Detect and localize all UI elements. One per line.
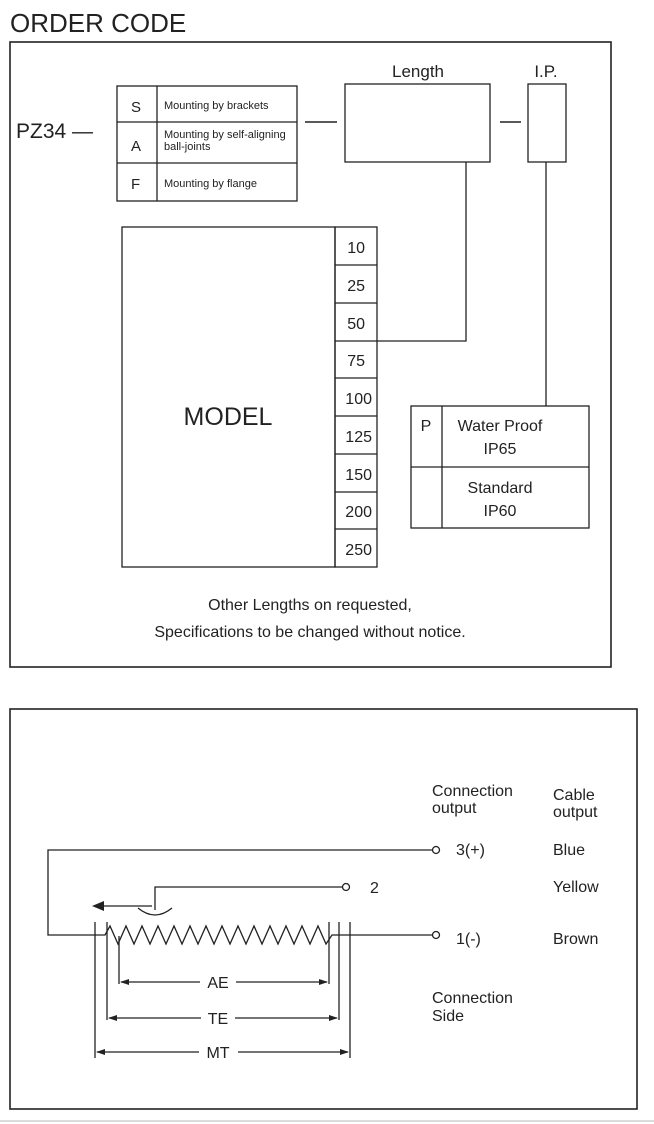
order-code-frame (9, 41, 612, 668)
mounting-label-brackets: Mounting by brackets (164, 100, 269, 112)
ip-standard-label: Standard (468, 480, 533, 497)
length-box (344, 83, 491, 163)
resistor-track (95, 924, 432, 946)
mounting-label-ball-joints-2: ball-joints (164, 141, 211, 153)
length-option-250: 250 (345, 542, 372, 559)
length-leader-line (377, 162, 467, 342)
length-option-50: 50 (347, 316, 365, 333)
cable-color-yellow: Yellow (553, 879, 599, 896)
model-prefix: PZ34 — (16, 120, 93, 143)
dimension-extension-lines (94, 922, 351, 1058)
cable-color-blue: Blue (553, 842, 585, 859)
length-label: Length (392, 62, 444, 81)
ip-standard-rating: IP60 (484, 503, 517, 520)
length-option-25: 25 (347, 278, 365, 295)
wire-positive (47, 849, 432, 936)
length-option-125: 125 (345, 429, 372, 446)
cable-color-brown: Brown (553, 931, 598, 948)
ip-waterproof-label: Water Proof (458, 418, 543, 435)
mounting-label-flange: Mounting by flange (164, 178, 257, 190)
note-specifications: Specifications to be changed without not… (154, 624, 465, 641)
terminal-1-icon (431, 930, 441, 940)
cable-output-header-1: Cable (553, 787, 595, 804)
mounting-code-a: A (131, 138, 141, 155)
mounting-code-s: S (131, 99, 141, 116)
terminal-3-label: 3(+) (456, 842, 485, 859)
mounting-label-ball-joints-1: Mounting by self-aligning (164, 129, 286, 141)
length-option-150: 150 (345, 467, 372, 484)
length-option-200: 200 (345, 504, 372, 521)
cable-output-header-2: output (553, 804, 598, 821)
ip-code-p: P (421, 418, 432, 435)
ip-options-table: P Water Proof IP65 Standard IP60 (410, 405, 590, 529)
wiring-frame (9, 708, 638, 1110)
connection-side-label-2: Side (432, 1008, 464, 1025)
terminal-1-label: 1(-) (456, 931, 481, 948)
terminal-2-icon (341, 882, 351, 892)
dimension-te: TE (108, 1011, 338, 1028)
ip-label: I.P. (534, 62, 557, 81)
dimension-ae: AE (120, 975, 328, 992)
ip-box (527, 83, 567, 163)
ip-waterproof-rating: IP65 (484, 441, 517, 458)
length-option-75: 75 (347, 353, 365, 370)
connection-output-header-2: output (432, 800, 477, 817)
wire-wiper (154, 886, 342, 910)
length-option-10: 10 (347, 240, 365, 257)
note-other-lengths: Other Lengths on requested, (208, 597, 412, 614)
dimension-mt: MT (96, 1045, 349, 1062)
model-label: MODEL (184, 403, 273, 431)
connection-side-label-1: Connection (432, 990, 513, 1007)
terminal-2-label: 2 (370, 880, 379, 897)
order-code-title: ORDER CODE (10, 8, 186, 38)
mounting-options-table: S Mounting by brackets A Mounting by sel… (116, 85, 298, 202)
connection-output-header-1: Connection (432, 783, 513, 800)
arrow-left-icon (92, 901, 104, 911)
dimension-te-label: TE (208, 1011, 228, 1028)
dimension-ae-label: AE (207, 975, 228, 992)
model-box (121, 226, 336, 568)
length-option-100: 100 (345, 391, 372, 408)
lengths-column: 10 25 50 75 100 125 150 200 250 (334, 226, 378, 568)
mounting-code-f: F (131, 176, 140, 193)
terminal-3-icon (431, 845, 441, 855)
dimension-mt-label: MT (206, 1045, 229, 1062)
wiper-contact (137, 907, 173, 916)
